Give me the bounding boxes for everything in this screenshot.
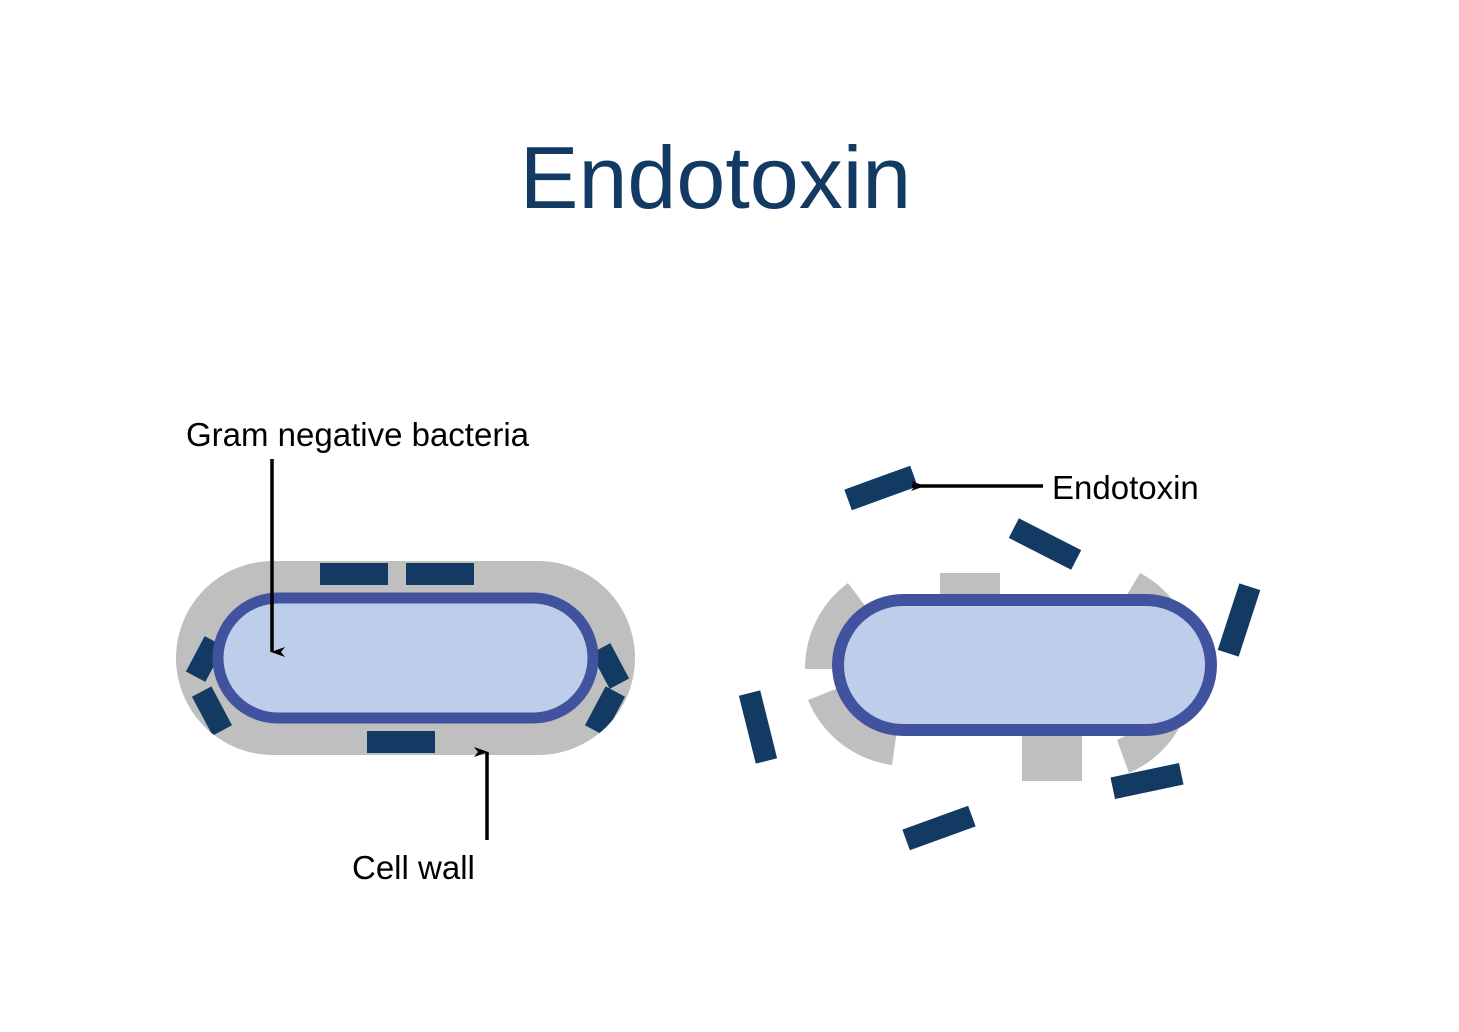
wall-fragment [808, 687, 897, 765]
endotoxin-block [1217, 583, 1261, 657]
endotoxin-block [584, 686, 626, 736]
plasma-membrane [212, 592, 599, 724]
annotation-cell-wall: Cell wall [352, 747, 489, 886]
endotoxin-block [320, 563, 388, 585]
endotoxin-block [1110, 762, 1184, 800]
endotoxin-block [902, 805, 976, 851]
released-endotoxin-group [738, 465, 1261, 851]
page-title: Endotoxin [519, 128, 912, 227]
lysed-bacterium [738, 465, 1261, 851]
endotoxin-block [367, 731, 435, 753]
intact-bacterium [176, 561, 635, 755]
endotoxin-block [1008, 518, 1082, 570]
endotoxin-block [738, 690, 778, 764]
annotation-endotoxin: Endotoxin [911, 469, 1199, 506]
cell-wall-label: Cell wall [352, 849, 475, 886]
endotoxin-block [844, 465, 918, 511]
plasma-membrane [832, 594, 1217, 736]
endotoxin-block [590, 643, 630, 689]
endotoxin-block [406, 563, 474, 585]
endotoxin-block [191, 686, 233, 736]
gram-negative-label: Gram negative bacteria [186, 416, 530, 453]
wall-fragment [1022, 733, 1082, 781]
annotation-gram-negative: Gram negative bacteria [186, 416, 530, 657]
wall-fragment [804, 583, 869, 669]
endotoxin-label: Endotoxin [1052, 469, 1199, 506]
